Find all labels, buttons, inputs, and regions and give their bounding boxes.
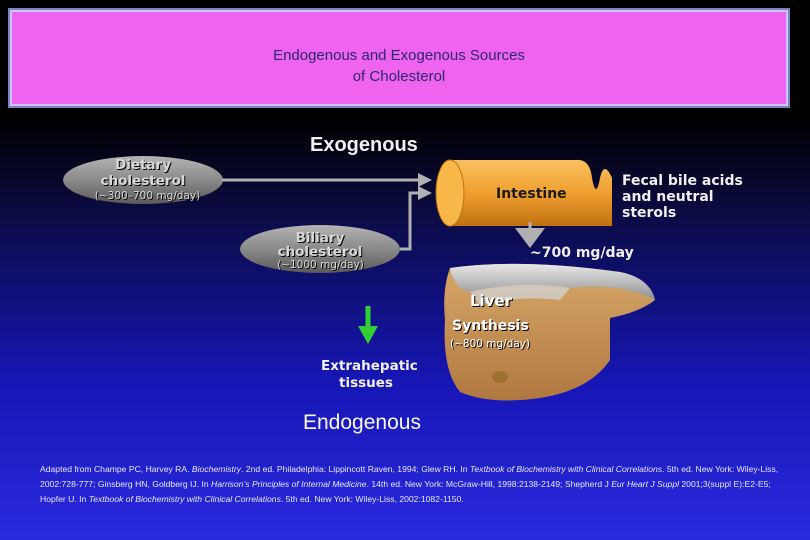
gallbladder bbox=[492, 371, 508, 383]
title-line-1: Endogenous and Exogenous Sources bbox=[273, 47, 525, 64]
liver-illustration bbox=[444, 263, 655, 401]
dietary-label-2: cholesterol bbox=[100, 173, 186, 189]
dietary-amount: (~300–700 mg/day) bbox=[94, 190, 201, 202]
dietary-arrowhead bbox=[418, 173, 432, 187]
fecal-label-1: Fecal bile acids bbox=[622, 173, 743, 189]
intestine-label: Intestine bbox=[496, 186, 567, 202]
extrahepatic-label-2: tissues bbox=[339, 375, 393, 391]
ref-part-9: 2001;3(suppl E):E2-E5; Hopfer U. In bbox=[40, 479, 771, 504]
ref-part-8: Eur Heart J Suppl bbox=[611, 479, 680, 489]
ref-part-1: Adapted from Champe PC, Harvey RA. bbox=[40, 464, 192, 474]
extrahepatic-label-1: Extrahepatic bbox=[321, 358, 418, 374]
ref-part-6: Harrison’s Principles of Internal Medici… bbox=[211, 479, 367, 489]
liver-highlight bbox=[470, 284, 570, 305]
ref-part-11: . 5th ed. New York: Wiley-Liss, 2002:108… bbox=[280, 494, 464, 504]
title-banner: Endogenous and Exogenous Sources of Chol… bbox=[8, 8, 790, 108]
intestine-tube-end bbox=[435, 159, 465, 227]
synthesis-label: Synthesis bbox=[452, 318, 529, 334]
exogenous-label: Exogenous bbox=[310, 134, 418, 156]
intestine-to-liver-arrowhead bbox=[515, 228, 545, 248]
biliary-amount: (~1000 mg/day) bbox=[277, 259, 364, 271]
ref-part-7: . 14th ed. New York: McGraw-Hill, 1998:2… bbox=[366, 479, 612, 489]
liver-top-surface bbox=[450, 263, 655, 300]
to-liver-amount: ~700 mg/day bbox=[530, 245, 634, 261]
biliary-label-2: cholesterol bbox=[277, 244, 363, 260]
ref-part-4: Textbook of Biochemistry with Clinical C… bbox=[469, 464, 663, 474]
fecal-exit bbox=[575, 159, 612, 226]
dietary-ellipse bbox=[63, 156, 223, 204]
ref-part-10: Textbook of Biochemistry with Clinical C… bbox=[88, 494, 281, 504]
ref-part-5: . 5th ed. New York: Wiley-Liss, 2002:728… bbox=[40, 464, 779, 489]
ref-part-3: . 2nd ed. Philadelphia: Lippincott Raven… bbox=[241, 464, 470, 474]
fecal-label-3: sterols bbox=[622, 205, 677, 221]
biliary-label-1: Biliary bbox=[295, 230, 345, 246]
biliary-arrowhead bbox=[418, 186, 432, 200]
biliary-arrow-line bbox=[400, 191, 420, 251]
intestine-tube bbox=[450, 160, 575, 226]
synthesis-amount: (~800 mg/day) bbox=[450, 338, 531, 350]
ref-part-2: Biochemistry bbox=[191, 464, 242, 474]
dietary-label-1: Dietary bbox=[114, 157, 171, 173]
extrahepatic-arrowhead bbox=[358, 326, 378, 344]
biliary-ellipse bbox=[240, 225, 400, 273]
endogenous-label: Endogenous bbox=[303, 411, 421, 434]
references: Adapted from Champe PC, Harvey RA. Bioch… bbox=[40, 462, 785, 507]
liver-label: Liver bbox=[470, 292, 513, 310]
liver-biliary-link bbox=[360, 272, 440, 300]
fecal-label-2: and neutral bbox=[622, 189, 714, 205]
title-line-2: of Cholesterol bbox=[352, 68, 446, 85]
